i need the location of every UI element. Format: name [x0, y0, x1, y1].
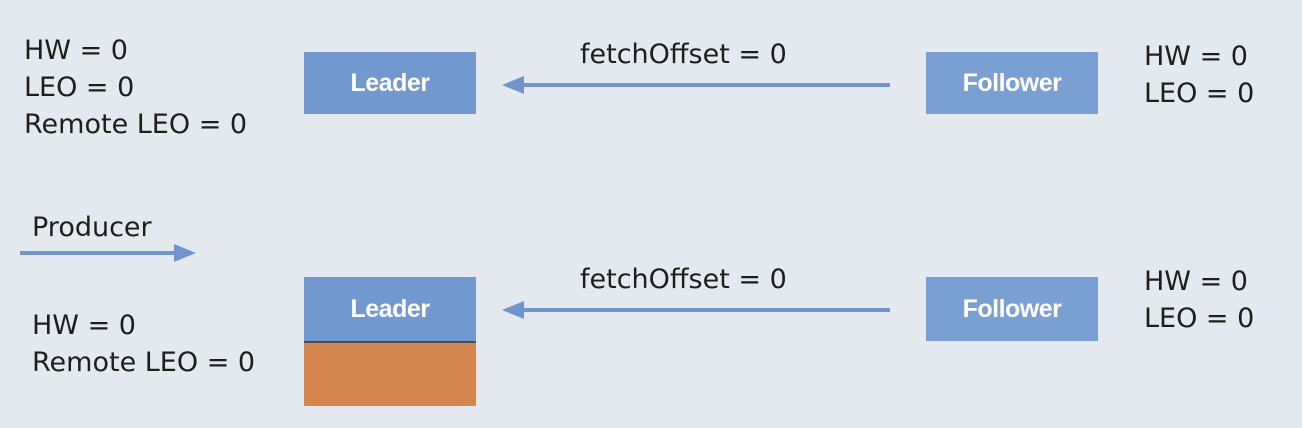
top-follower-hw: HW = 0: [1144, 41, 1248, 72]
top-fetch-arrow: [502, 76, 890, 94]
producer-label: Producer: [32, 212, 152, 243]
producer-arrow: [20, 244, 196, 262]
bottom-follower-label: Follower: [962, 294, 1062, 323]
bottom-follower-box: Follower: [926, 277, 1098, 341]
top-fetch-offset-label: fetchOffset = 0: [580, 39, 787, 70]
top-leader-stats: HW = 0 LEO = 0 Remote LEO = 0: [24, 32, 247, 143]
bottom-leader-stats: HW = 0 Remote LEO = 0: [32, 307, 255, 381]
top-leader-box: Leader: [304, 52, 476, 114]
bottom-follower-stats: HW = 0 LEO = 0: [1144, 263, 1254, 337]
bottom-leader-box: Leader: [304, 277, 476, 341]
bottom-leader-label: Leader: [350, 294, 430, 323]
bottom-follower-hw: HW = 0: [1144, 266, 1248, 297]
top-leader-label: Leader: [350, 68, 430, 97]
top-follower-stats: HW = 0 LEO = 0: [1144, 38, 1254, 112]
bottom-follower-leo: LEO = 0: [1144, 303, 1255, 334]
top-follower-leo: LEO = 0: [1144, 78, 1255, 109]
top-follower-label: Follower: [962, 68, 1062, 97]
leader-log-segment: [304, 341, 476, 406]
top-leader-leo: LEO = 0: [24, 72, 135, 103]
bottom-fetch-arrow: [502, 301, 890, 319]
top-follower-box: Follower: [926, 52, 1098, 114]
top-leader-remote-leo: Remote LEO = 0: [24, 109, 248, 140]
bottom-leader-hw: HW = 0: [32, 310, 136, 341]
bottom-fetch-offset-label: fetchOffset = 0: [580, 264, 787, 295]
bottom-leader-remote-leo: Remote LEO = 0: [32, 347, 256, 378]
top-leader-hw: HW = 0: [24, 35, 128, 66]
